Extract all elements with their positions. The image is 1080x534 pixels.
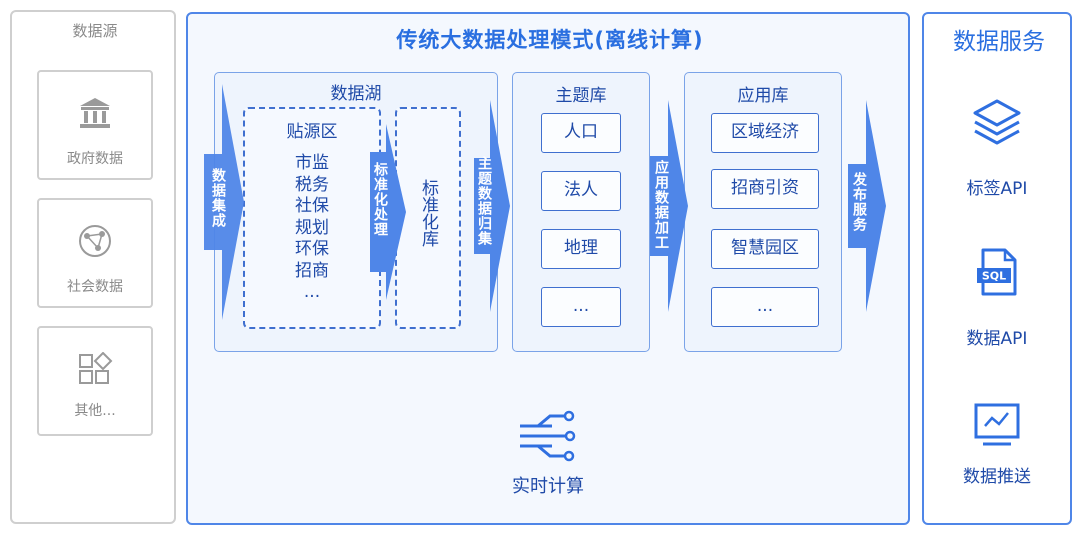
arrow-theme-collect: 主题数据归集 [474, 98, 510, 314]
app-db-title: 应用库 [737, 86, 789, 106]
list-item: 规划 [295, 217, 329, 238]
data-service-panel: 数据服务 标签API SQL 数据API 数据推送 [922, 12, 1072, 525]
list-item: 税务 [295, 174, 329, 195]
app-db-box: 应用库 区域经济 招商引资 智慧园区 ... [684, 72, 842, 352]
theme-item-population[interactable]: 人口 [541, 113, 621, 153]
arrow-label-app-process: 应用数据加工 [653, 160, 669, 250]
realtime-label: 实时计算 [512, 476, 584, 497]
theme-db-box: 主题库 人口 法人 地理 ... [512, 72, 650, 352]
raw-zone-list: 市监 税务 社保 规划 环保 招商 ... [245, 153, 379, 304]
app-item-smart-park[interactable]: 智慧园区 [711, 229, 819, 269]
raw-zone-box: 贴源区 市监 税务 社保 规划 环保 招商 ... [243, 107, 381, 329]
arrow-standardize: 标准化处理 [370, 122, 406, 302]
source-label-social: 社会数据 [67, 279, 123, 295]
list-item: 市监 [295, 153, 329, 173]
main-processing-panel: 传统大数据处理模式(离线计算) 数据湖 贴源区 市监 税务 社保 规划 环保 招… [186, 12, 910, 525]
data-source-title: 数据源 [72, 22, 118, 40]
app-item-regional-economy[interactable]: 区域经济 [711, 113, 819, 153]
arrow-label-theme-collect: 主题数据归集 [476, 156, 492, 246]
list-item: ... [303, 282, 321, 302]
grid-shapes-icon [79, 352, 113, 384]
service-item-data-push[interactable]: 数据推送 [924, 402, 1070, 512]
monitor-chart-icon [974, 403, 1020, 446]
service-label-tag-api: 标签API [966, 179, 1028, 199]
arrow-publish: 发布服务 [848, 98, 886, 314]
data-service-title: 数据服务 [953, 29, 1045, 55]
data-lake-title: 数据湖 [330, 84, 382, 104]
list-item: 环保 [295, 239, 329, 259]
service-label-data-api: 数据API [966, 329, 1028, 349]
standard-zone-label: 标准化库 [418, 179, 438, 247]
list-item: 社保 [295, 196, 329, 216]
service-item-tag-api[interactable]: 标签API [924, 98, 1070, 208]
arrow-label-integration: 数据集成 [210, 168, 226, 228]
app-item-more[interactable]: ... [711, 287, 819, 327]
source-label-government: 政府数据 [67, 151, 123, 167]
theme-item-legal-entity[interactable]: 法人 [541, 171, 621, 211]
service-label-data-push: 数据推送 [963, 467, 1031, 487]
theme-item-more[interactable]: ... [541, 287, 621, 327]
source-card-other[interactable]: 其他... [37, 326, 153, 436]
realtime-circuit-icon [520, 410, 576, 462]
data-lake-box: 数据湖 贴源区 市监 税务 社保 规划 环保 招商 ... 标准化库 [214, 72, 498, 352]
arrow-label-standardize: 标准化处理 [372, 162, 388, 237]
theme-item-geography[interactable]: 地理 [541, 229, 621, 269]
arrow-label-publish: 发布服务 [851, 172, 867, 232]
service-item-data-api[interactable]: SQL 数据API [924, 248, 1070, 358]
app-item-investment[interactable]: 招商引资 [711, 169, 819, 209]
layers-icon [973, 99, 1021, 145]
network-globe-icon [79, 225, 111, 257]
government-building-icon [80, 98, 110, 128]
source-card-social[interactable]: 社会数据 [37, 198, 153, 308]
arrow-data-integration: 数据集成 [204, 82, 244, 322]
list-item: 招商 [295, 260, 329, 281]
arrow-app-process: 应用数据加工 [650, 98, 688, 314]
source-label-other: 其他... [74, 403, 116, 419]
source-card-government[interactable]: 政府数据 [37, 70, 153, 180]
svg-text:SQL: SQL [982, 270, 1006, 283]
sql-file-icon: SQL [977, 248, 1017, 296]
raw-zone-title: 贴源区 [286, 122, 338, 142]
data-source-panel: 数据源 政府数据 社会数据 其他... [10, 10, 176, 524]
theme-db-title: 主题库 [555, 86, 607, 106]
main-title: 传统大数据处理模式(离线计算) [396, 28, 704, 52]
